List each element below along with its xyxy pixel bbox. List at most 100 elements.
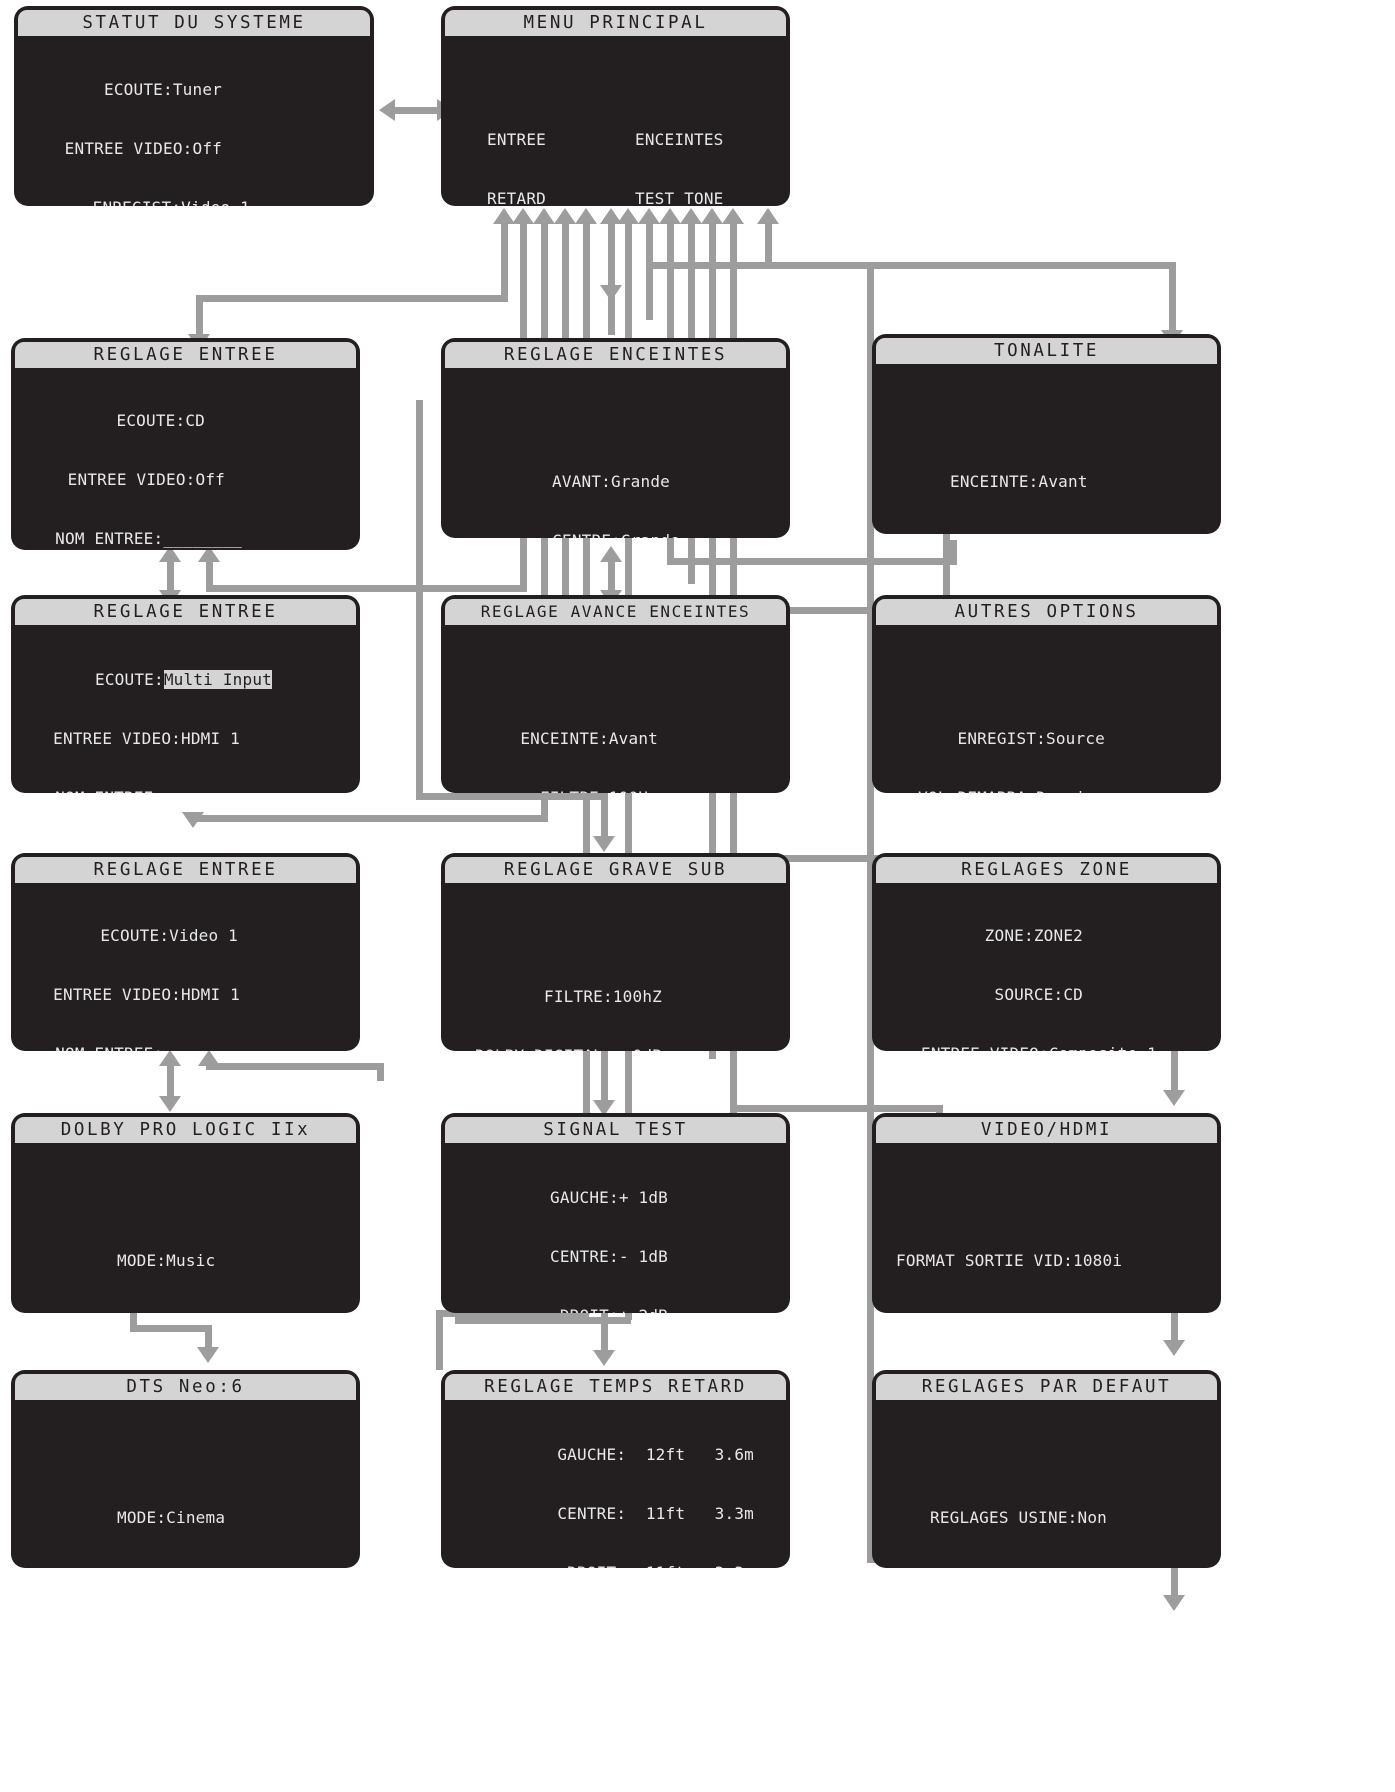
menu-item-enceintes[interactable]: ENCEINTES — [635, 130, 724, 150]
row-spacer — [451, 928, 780, 948]
panel-body: ECOUTE:Multi Input ENTREE VIDEO:HDMI 1 N… — [11, 625, 360, 793]
row-gauche: GAUCHE:+ 1dB — [550, 1188, 668, 1208]
arrow-up-b — [512, 208, 534, 224]
panel-reglage-grave-sub[interactable]: REGLAGE GRAVE SUB FILTRE:100hZ DOLBY DIG… — [441, 853, 790, 1051]
connector-grave-v1 — [416, 400, 423, 800]
connector-dolby-back — [377, 1063, 384, 1081]
row-droit: DROIT:+ 2dB — [451, 1306, 780, 1313]
panel-title: REGLAGE ENTREE — [15, 599, 356, 625]
panel-reglage-entree-2[interactable]: REGLAGE ENTREE ECOUTE:Multi Input ENTREE… — [11, 595, 360, 793]
arrow-down-entree3 — [182, 812, 204, 828]
arrow-up-g — [680, 208, 702, 224]
row-spacer-2 — [882, 1567, 1211, 1568]
panel-body: ECOUTE:CD ENTREE VIDEO:Off NOM ENTREE:__… — [11, 368, 360, 550]
arrow-up-d — [575, 208, 597, 224]
arrow-up-dolby-back — [198, 1050, 220, 1066]
panel-signal-test[interactable]: SIGNAL TEST GAUCHE:+ 1dB CENTRE:- 1dB DR… — [441, 1113, 790, 1313]
panel-body: ENCEINTE:Avant DIRECT:MARCHE AIGUE:+ 5 G… — [872, 364, 1221, 534]
connector-dolby-dts-v2 — [205, 1325, 212, 1353]
arrow-up-entree3 — [159, 1050, 181, 1066]
status-row-enregist: ENREGIST:Video 1 — [24, 198, 364, 206]
connector-dolby-dts-h — [130, 1325, 212, 1332]
row-dolby-digital: DOLBY DIGITAL: 0dB — [451, 1046, 780, 1051]
connector-riser-a-h — [196, 295, 508, 302]
row-vol-demarra: VOL DEMARRA:Dernier — [882, 788, 1211, 793]
panel-reglage-avance-enceintes[interactable]: REGLAGE AVANCE ENCEINTES ENCEINTE:Avant … — [441, 595, 790, 793]
arrow-up-avance — [600, 546, 622, 562]
connector-zone-riser-h — [709, 855, 944, 862]
row-filtre: FILTRE:100Hz — [451, 788, 780, 793]
panel-body: GAUCHE:+ 1dB CENTRE:- 1dB DROIT:+ 2dB SU… — [441, 1143, 790, 1313]
row-filtre: FILTRE:100hZ — [544, 986, 662, 1006]
panel-title: REGLAGE AVANCE ENCEINTES — [445, 599, 786, 625]
arrow-up-enceintes — [600, 208, 622, 224]
connector-defaut-top-v — [765, 224, 772, 268]
panel-body: FILTRE:100hZ DOLBY DIGITAL: 0dB DOLBY PL… — [441, 883, 790, 1051]
connector-riser-a-up — [501, 224, 508, 302]
panel-body: GAUCHE: 12ft 3.6m CENTRE: 11ft 3.3m DROI… — [441, 1400, 790, 1568]
panel-title: REGLAGE ENCEINTES — [445, 342, 786, 368]
panel-title: TONALITE — [876, 338, 1217, 364]
connector-statut-menu — [392, 107, 440, 114]
connector-entree3-dolby — [167, 1063, 174, 1103]
connector-riser-f — [646, 224, 653, 320]
row-ecoute-value: Multi Input — [163, 670, 272, 690]
panel-reglage-temps-retard[interactable]: REGLAGE TEMPS RETARD GAUCHE: 12ft 3.6m C… — [441, 1370, 790, 1568]
panel-reglage-entree-1[interactable]: REGLAGE ENTREE ECOUTE:CD ENTREE VIDEO:Of… — [11, 338, 360, 550]
menu-item-retard[interactable]: RETARD — [487, 189, 546, 206]
menu-item-test-tone[interactable]: TEST TONE — [635, 189, 724, 206]
row-entree-video: ENTREE VIDEO:HDMI 1 — [53, 728, 240, 748]
arrow-down-dts — [197, 1347, 219, 1363]
panel-tonalite[interactable]: TONALITE ENCEINTE:Avant DIRECT:MARCHE AI… — [872, 334, 1221, 534]
row-spacer — [882, 1449, 1211, 1469]
row-centre: CENTRE:- 1dB — [550, 1246, 668, 1266]
panel-title: STATUT DU SYSTEME — [18, 10, 370, 36]
row-spacer — [882, 670, 1211, 690]
connector-riser-b-h — [206, 585, 526, 592]
panel-title: SIGNAL TEST — [445, 1117, 786, 1143]
panel-reglage-enceintes[interactable]: REGLAGE ENCEINTES AVANT:Grande CENTRE:Gr… — [441, 338, 790, 538]
connector-dolby-dts-v1 — [130, 1310, 137, 1332]
row-droit: DROIT: 11ft 3.3m — [451, 1563, 780, 1568]
connector-riser-c-h — [190, 815, 548, 822]
panel-reglages-par-defaut[interactable]: REGLAGES PAR DEFAUT REGLAGES USINE:Non R… — [872, 1370, 1221, 1568]
panel-title: REGLAGES ZONE — [876, 857, 1217, 883]
panel-dolby-pro-logic[interactable]: DOLBY PRO LOGIC IIx MODE:Music OPTION PA… — [11, 1113, 360, 1313]
panel-autres-options[interactable]: AUTRES OPTIONS ENREGIST:Source VOL DEMAR… — [872, 595, 1221, 793]
row-nom-entree: NOM ENTREE:________ — [21, 788, 350, 793]
panel-menu-principal[interactable]: MENU PRINCIPAL ENTREE RETARD REGLAGE SUB… — [441, 6, 790, 206]
connector-riser-b-dn — [206, 560, 213, 590]
row-reglages-usine: REGLAGES USINE:Non — [930, 1507, 1107, 1527]
panel-reglage-entree-3[interactable]: REGLAGE ENTREE ECOUTE:Video 1 ENTREE VID… — [11, 853, 360, 1051]
arrow-up-c — [533, 208, 555, 224]
row-ecoute: ECOUTE:Video 1 — [100, 926, 238, 946]
row-format-sortie-vid: FORMAT SORTIE VID:1080i — [896, 1250, 1123, 1270]
panel-title: REGLAGE ENTREE — [15, 342, 356, 368]
panel-body: REGLAGES USINE:Non REGLAGES UTIL.:Non ME… — [872, 1400, 1221, 1568]
panel-body: MODE:Cinema MENU REGLAGE ENTREE — [11, 1400, 360, 1568]
panel-dts-neo[interactable]: DTS Neo:6 MODE:Cinema MENU REGLAGE ENTRE… — [11, 1370, 360, 1568]
connector-grave-v2 — [601, 793, 608, 841]
panel-video-hdmi[interactable]: VIDEO/HDMI FORMAT SORTIE VID:1080i HDMI … — [872, 1113, 1221, 1313]
row-spacer — [451, 670, 780, 690]
panel-title: AUTRES OPTIONS — [876, 599, 1217, 625]
panel-title: REGLAGE GRAVE SUB — [445, 857, 786, 883]
panel-body: AVANT:Grande CENTRE:Grande SURROUND:Gran… — [441, 368, 790, 538]
row-enceinte: ENCEINTE:Avant — [950, 471, 1088, 491]
row-spacer — [882, 413, 1211, 433]
panel-body: ZONE:ZONE2 SOURCE:CD ENTREE VIDEO:Compos… — [872, 883, 1221, 1051]
panel-reglages-zone[interactable]: REGLAGES ZONE ZONE:ZONE2 SOURCE:CD ENTRE… — [872, 853, 1221, 1051]
connector-menu-enceintes — [608, 224, 615, 286]
arrow-down-defaut — [1163, 1595, 1185, 1611]
menu-item-entree[interactable]: ENTREE — [487, 130, 546, 150]
connector-riser-g-src — [943, 530, 950, 610]
connector-grave-h — [416, 793, 608, 800]
connector-riser-a — [196, 295, 203, 343]
panel-statut-systeme[interactable]: STATUT DU SYSTEME ECOUTE:Tuner ENTREE VI… — [14, 6, 374, 206]
panel-body: ENTREE RETARD REGLAGE SUB AUTRES TONALIT… — [441, 36, 790, 206]
panel-body: ECOUTE:Tuner ENTREE VIDEO:Off ENREGIST:V… — [14, 36, 374, 206]
arrow-up-avance-riser — [554, 208, 576, 224]
panel-title: MENU PRINCIPAL — [445, 10, 786, 36]
connector-riser-f-h — [646, 262, 1176, 269]
